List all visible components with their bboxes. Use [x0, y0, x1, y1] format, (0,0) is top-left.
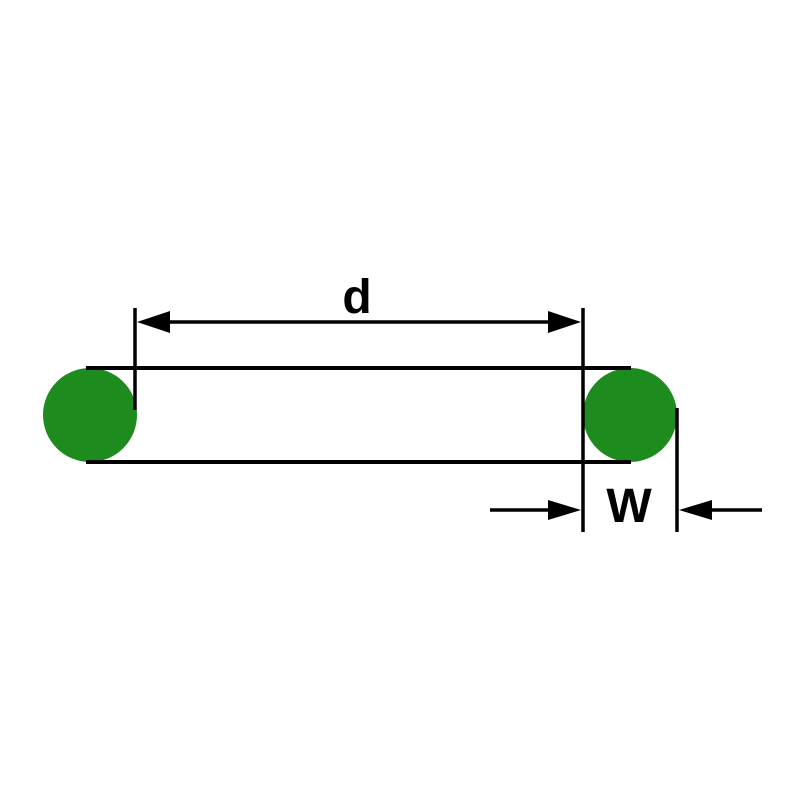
d-arrowhead-left-icon [137, 311, 170, 333]
w-arrowhead-left-icon [548, 500, 581, 520]
cross-section-width-label: W [606, 480, 652, 533]
oring-left-cross-section [43, 368, 137, 462]
oring-right-cross-section [583, 368, 677, 462]
w-arrowhead-right-icon [679, 500, 712, 520]
inner-diameter-label: d [342, 271, 371, 324]
d-arrowhead-right-icon [548, 311, 581, 333]
